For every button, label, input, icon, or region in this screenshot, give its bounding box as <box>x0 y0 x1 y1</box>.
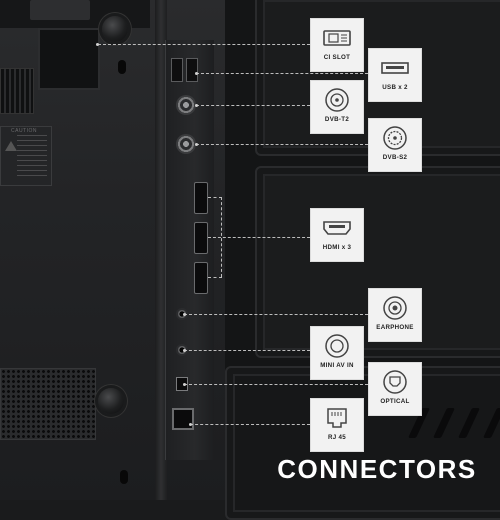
leader-line-rj45 <box>190 424 310 425</box>
connector-strip <box>165 40 214 460</box>
callout-optical: OPTICAL <box>368 362 422 416</box>
mount-hole <box>118 60 126 74</box>
hdmi-port <box>194 222 208 254</box>
caution-label: CAUTION <box>0 126 52 186</box>
hdmi-port <box>194 262 208 294</box>
back-top-vent <box>38 28 100 90</box>
wall-mount-screw <box>102 16 128 42</box>
page-title: CONNECTORS <box>277 454 477 484</box>
leader-line-hdmi-2 <box>208 237 310 238</box>
leader-end-dot <box>183 383 186 386</box>
mini-av-jack <box>176 344 188 356</box>
leader-end-dot <box>195 143 198 146</box>
antenna-port <box>176 95 196 115</box>
leader-end-dot <box>183 349 186 352</box>
leader-line-dvb-s2 <box>196 144 368 145</box>
optical-port-icon <box>379 369 411 395</box>
callout-label: MINI AV IN <box>320 362 354 369</box>
tv-side-edge <box>155 0 167 500</box>
mount-hole <box>120 470 128 484</box>
earphone-jack <box>176 308 188 320</box>
hdmi-port-icon <box>321 215 353 241</box>
earphone-jack-icon <box>379 295 411 321</box>
callout-label: CI SLOT <box>323 54 351 61</box>
leader-line-usb <box>196 73 368 74</box>
leader-end-dot <box>96 43 99 46</box>
leader-line-optical <box>184 384 368 385</box>
callout-usb: USB x 2 <box>368 48 422 102</box>
ci-card-icon <box>321 25 353 51</box>
usb-port-icon <box>379 55 411 81</box>
callout-mini-av-in: MINI AV IN <box>310 326 364 380</box>
leader-line-mini-av <box>184 350 310 351</box>
leader-line-hdmi-1 <box>208 197 222 198</box>
leader-line-dvb-t2 <box>196 105 310 106</box>
leader-line-earphone <box>184 314 368 315</box>
caution-label-title: CAUTION <box>11 128 37 134</box>
callout-label: DVB-S2 <box>382 154 408 161</box>
leader-line-hdmi-3 <box>208 277 222 278</box>
leader-line-hdmi-bracket <box>221 197 222 277</box>
callout-rj45: RJ 45 <box>310 398 364 452</box>
callout-label: USB x 2 <box>382 84 408 91</box>
side-grille <box>0 68 34 114</box>
ethernet-port-icon <box>321 405 353 431</box>
callout-label: DVB-T2 <box>324 116 350 123</box>
callout-label: HDMI x 3 <box>322 244 352 251</box>
speaker-grille <box>0 368 96 440</box>
satellite-connector-icon <box>379 125 411 151</box>
leader-end-dot <box>183 313 186 316</box>
coax-antenna-icon <box>321 87 353 113</box>
ethernet-port <box>172 408 194 430</box>
satellite-port <box>176 134 196 154</box>
wall-mount-screw <box>98 388 124 414</box>
back-top-ridge <box>30 0 90 20</box>
leader-line-ci <box>98 44 310 45</box>
warning-triangle-icon <box>5 141 17 151</box>
callout-ci-slot: CI SLOT <box>310 18 364 72</box>
mini-av-jack-icon <box>321 333 353 359</box>
leader-end-dot <box>195 104 198 107</box>
caution-label-text-lines <box>17 135 47 179</box>
usb-port <box>186 58 198 82</box>
callout-dvb-s2: DVB-S2 <box>368 118 422 172</box>
usb-port <box>171 58 183 82</box>
callout-earphone: EARPHONE <box>368 288 422 342</box>
callout-label: OPTICAL <box>380 398 410 405</box>
callout-hdmi: HDMI x 3 <box>310 208 364 262</box>
callout-label: EARPHONE <box>376 324 414 331</box>
leader-end-dot <box>195 72 198 75</box>
hdmi-port <box>194 182 208 214</box>
leader-end-dot <box>189 423 192 426</box>
callout-label: RJ 45 <box>327 434 346 441</box>
callout-dvb-t2: DVB-T2 <box>310 80 364 134</box>
